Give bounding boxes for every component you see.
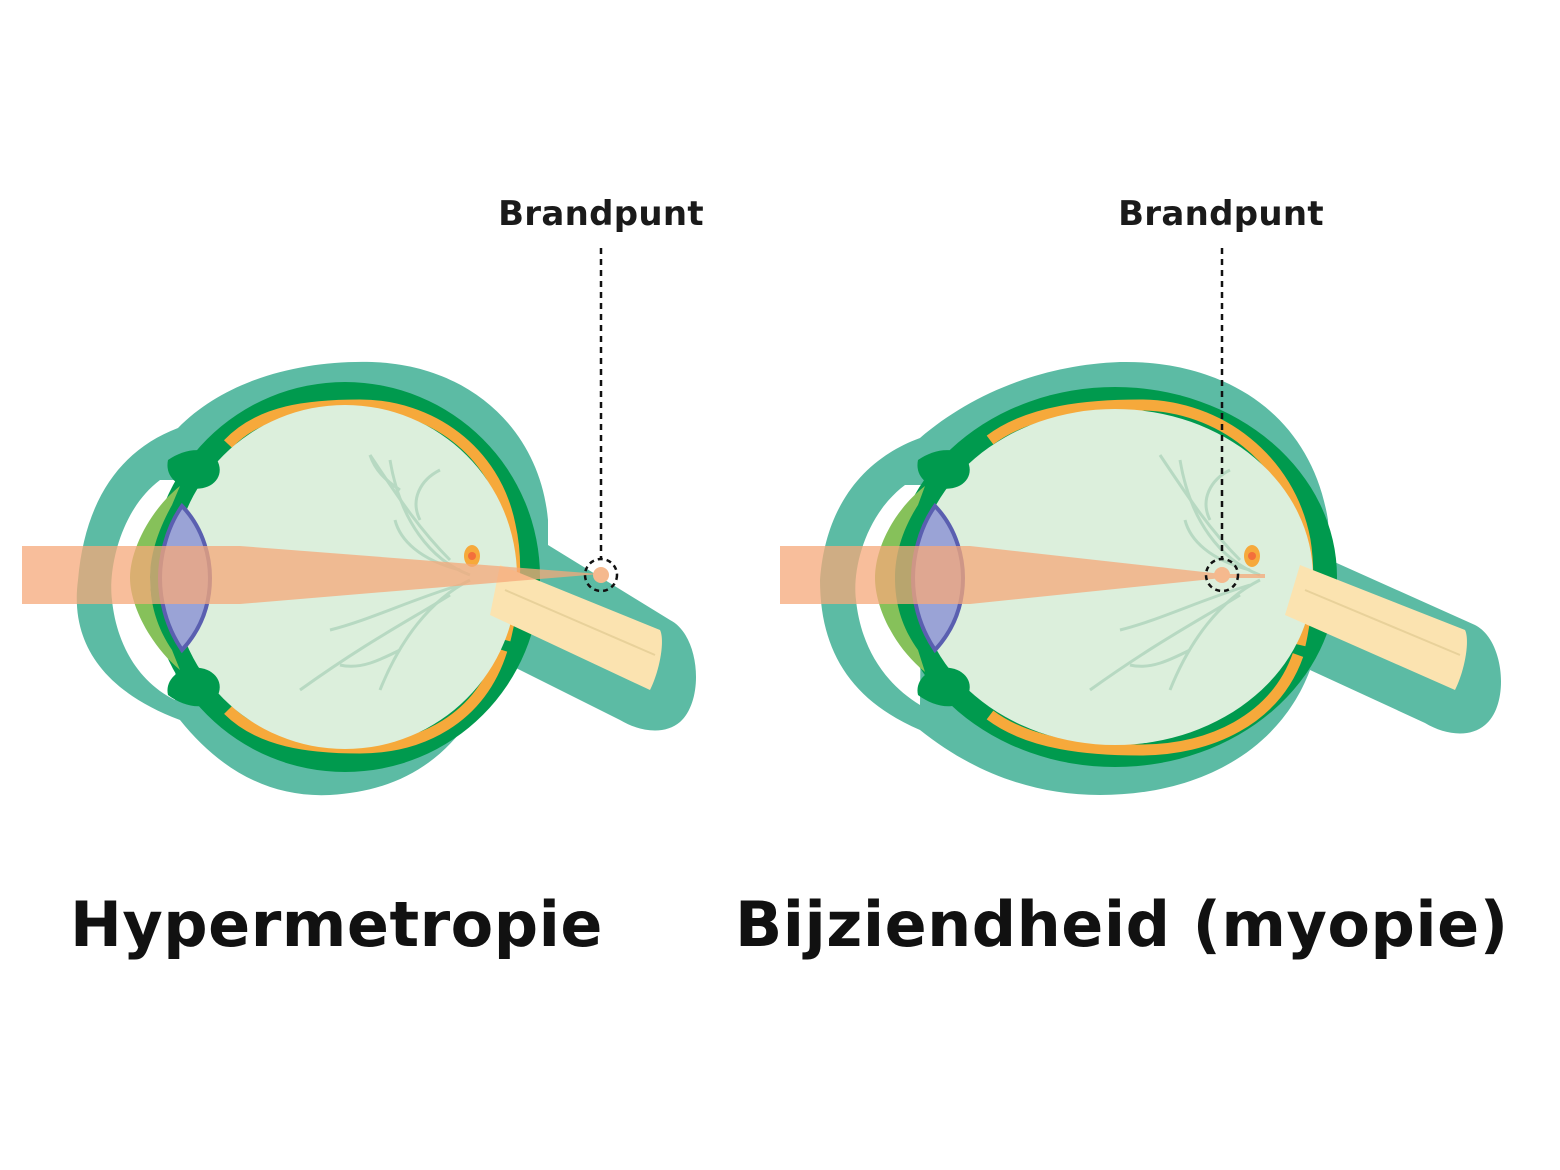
optic-nerve: [1285, 565, 1467, 690]
ciliary-body-lower: [917, 667, 970, 707]
retinal-vessels: [1089, 454, 1261, 692]
ciliary-body-lower: [167, 667, 220, 707]
cornea: [875, 486, 925, 672]
retinal-vessels: [299, 454, 471, 692]
ciliary-body-upper: [167, 450, 220, 489]
myopia-panel: Brandpunt Bijziendheid (myopie): [735, 0, 1560, 1170]
hypermetropia-panel: Brandpunt Hypermetropie: [22, 194, 704, 961]
light-beam: [22, 546, 600, 604]
retina-lower: [986, 653, 1304, 756]
panel-caption: Hypermetropie: [70, 888, 603, 961]
light-beam: [780, 546, 1265, 604]
myopia-eye-diagram: [780, 248, 1502, 795]
focal-point-marker: [583, 557, 619, 593]
panel-caption: Bijziendheid (myopie): [735, 888, 1509, 961]
focal-point: [593, 567, 609, 583]
focal-point-marker: [1204, 557, 1240, 593]
optic-nerve: [490, 565, 662, 690]
focal-point-label: Brandpunt: [498, 194, 704, 234]
focal-point: [1214, 567, 1230, 583]
ciliary-body-upper: [917, 450, 970, 489]
hypermetropia-eye-diagram: [22, 248, 697, 796]
focal-point-label: Brandpunt: [1118, 194, 1324, 234]
